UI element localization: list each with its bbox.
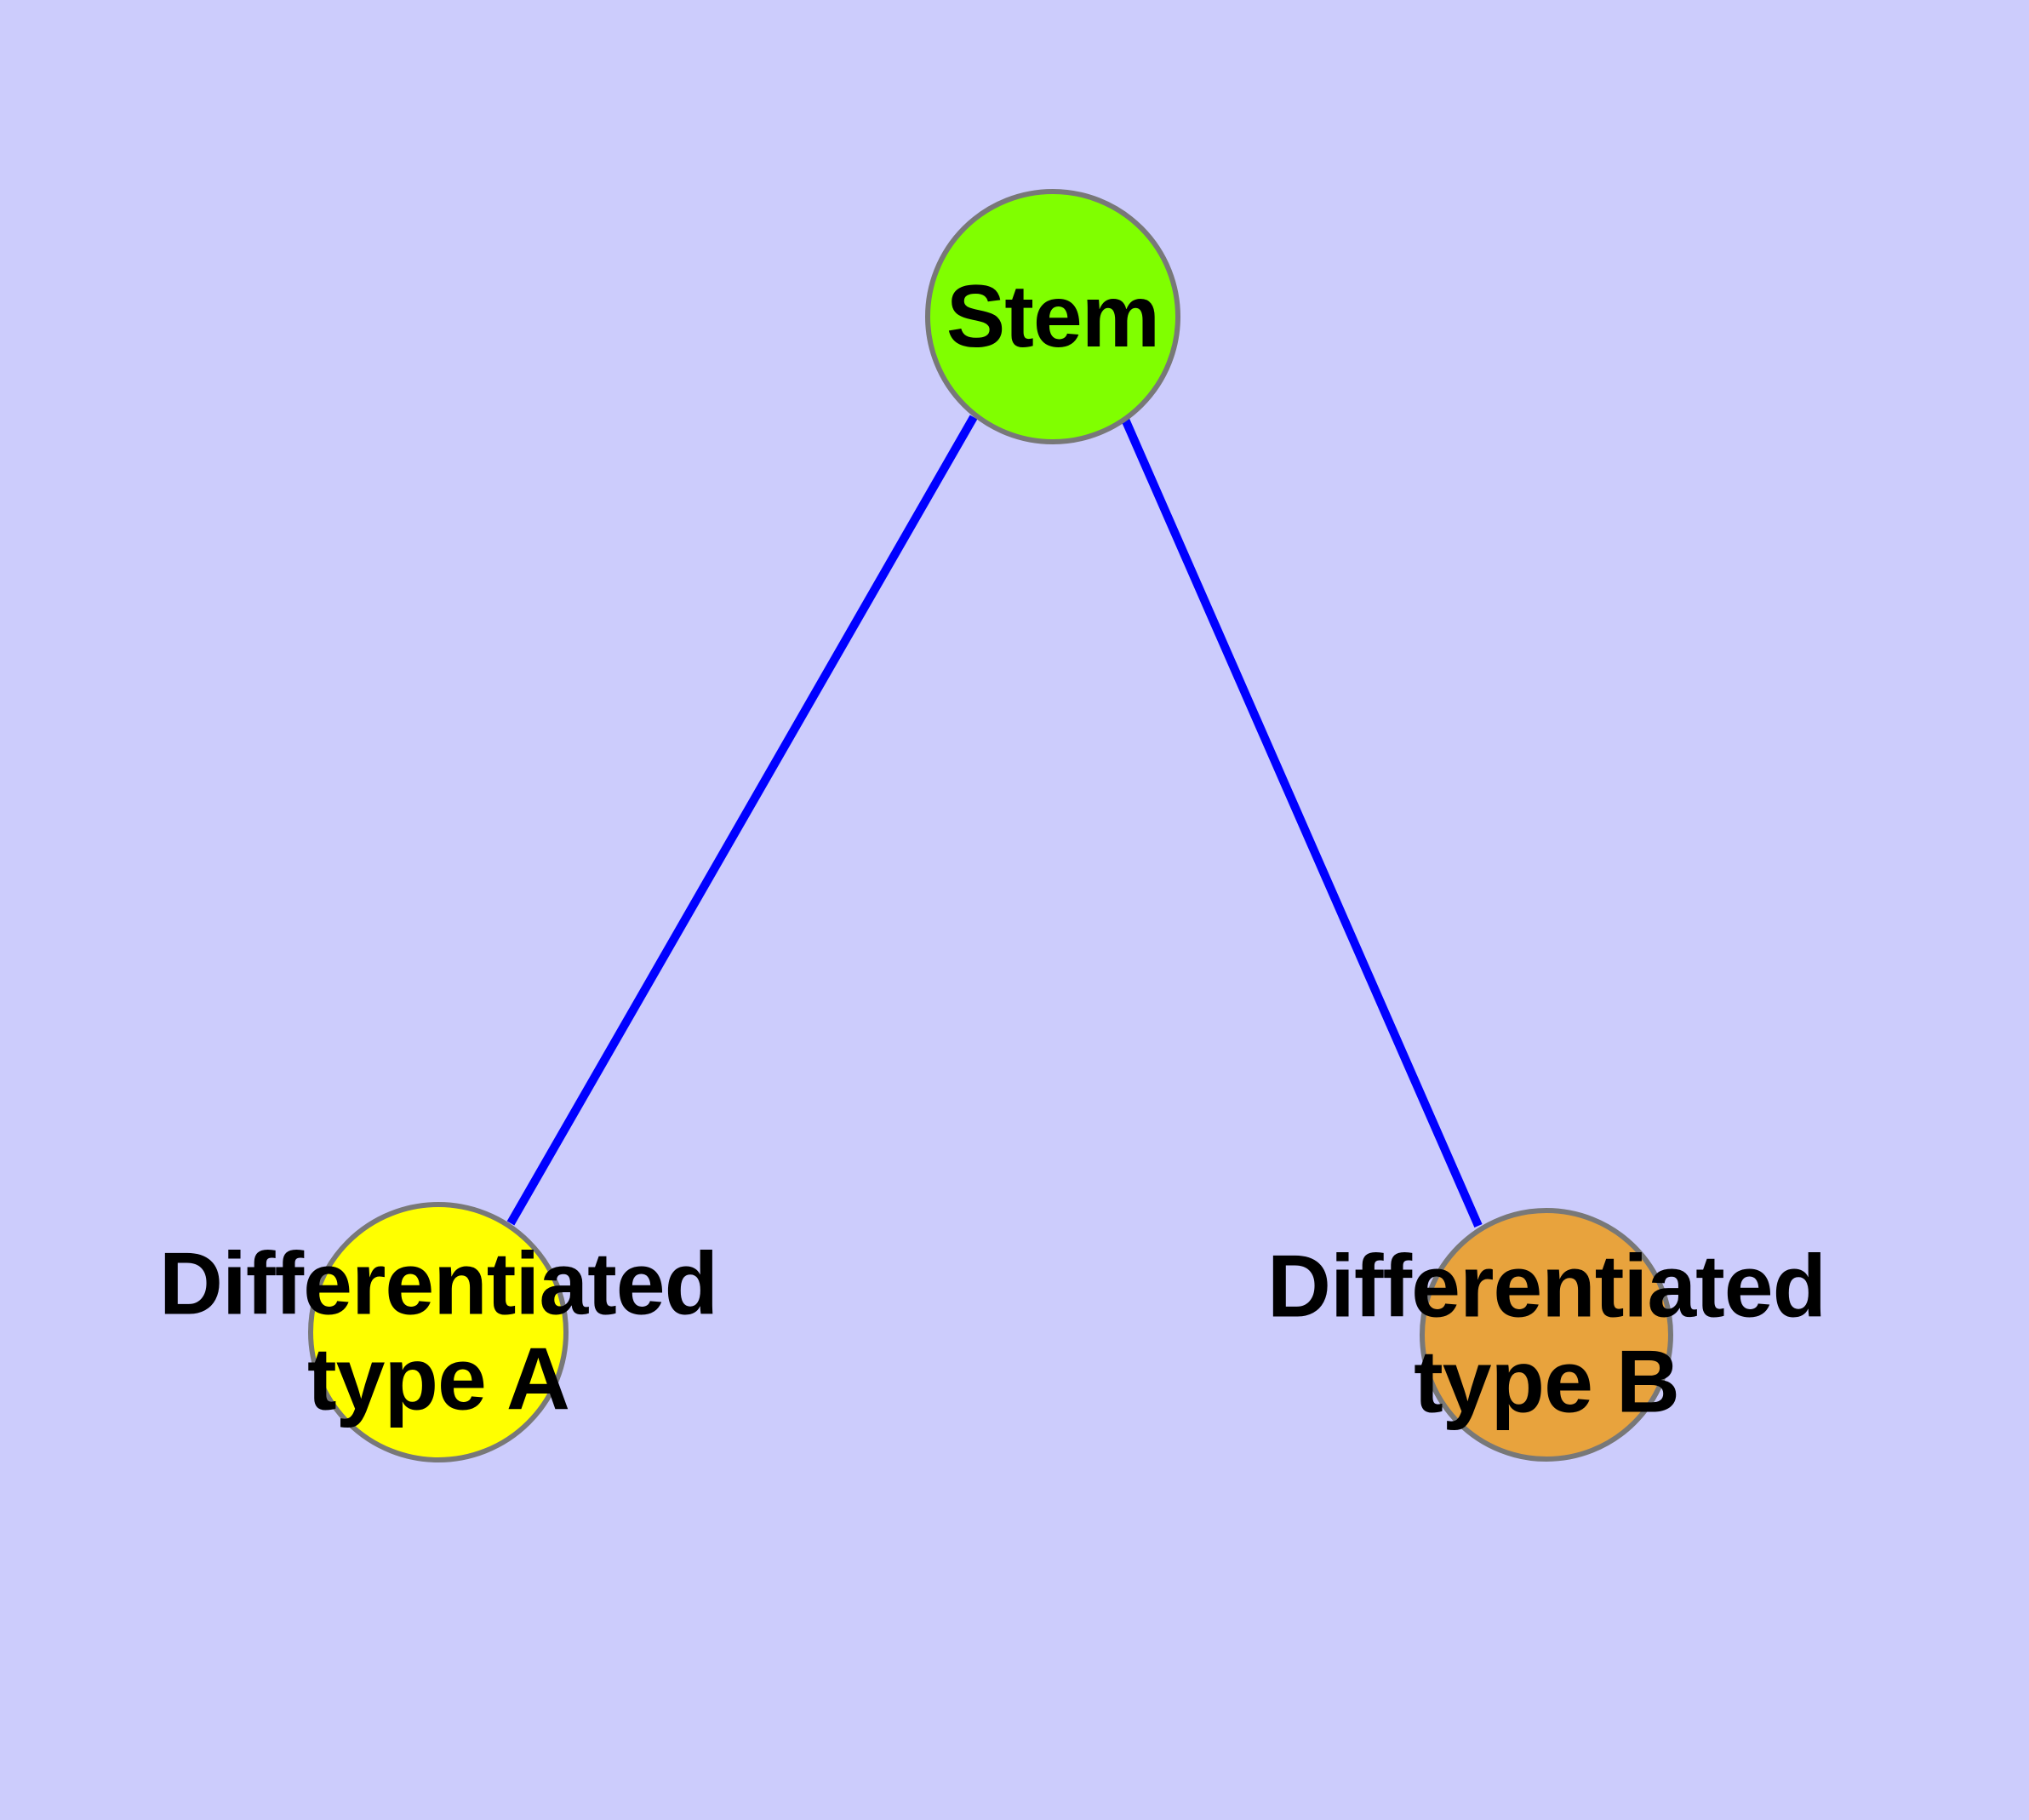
edge-stem-to-diff-b[interactable] xyxy=(1119,413,1483,1228)
label-line-2: type B xyxy=(1414,1333,1680,1432)
label-line-2: type A xyxy=(307,1331,570,1429)
node-stem-label: Stem xyxy=(946,266,1160,366)
edge-stem-to-diff-a[interactable] xyxy=(506,415,978,1226)
node-stem[interactable]: Stem xyxy=(925,189,1180,444)
